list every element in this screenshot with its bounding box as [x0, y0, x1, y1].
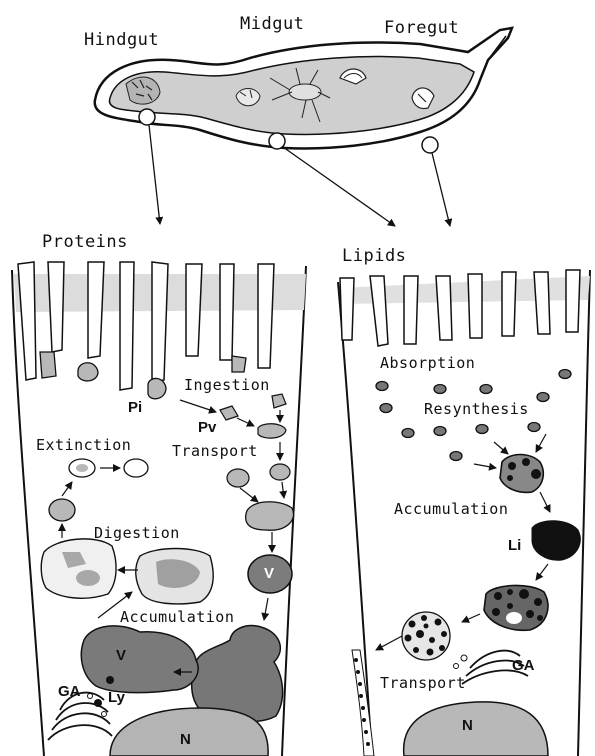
ingestion-label: Ingestion — [184, 378, 270, 393]
proteins-nucleus-label: N — [180, 732, 191, 747]
absorption-label: Absorption — [380, 356, 475, 371]
lipids-transport-label: Transport — [380, 676, 466, 691]
lipid-inclusion — [532, 521, 580, 561]
lysosome-label: Ly — [108, 690, 125, 705]
resynthesis-label: Resynthesis — [424, 402, 529, 417]
pv-label: Pv — [198, 420, 216, 435]
hindgut-sample-circle — [139, 109, 155, 125]
midgut-label: Midgut — [240, 16, 304, 33]
li-label: Li — [508, 538, 521, 553]
large-vacuole — [81, 626, 198, 693]
foregut-label: Foregut — [384, 20, 459, 37]
foregut-sample-circle — [422, 137, 438, 153]
proteins-transport-label: Transport — [172, 444, 258, 459]
pi-label: Pi — [128, 400, 142, 415]
small-vacuole-label: V — [264, 566, 274, 581]
lipids-nucleus — [404, 702, 548, 756]
lipids-golgi-label: GA — [512, 658, 535, 673]
lipids-nucleus-label: N — [462, 718, 473, 733]
digestion-label: Digestion — [94, 526, 180, 541]
hindgut-label: Hindgut — [84, 32, 159, 49]
midgut-to-lipids-arrow — [283, 147, 395, 226]
midgut-sample-circle — [269, 133, 285, 149]
proteins-accumulation-label: Accumulation — [120, 610, 234, 625]
proteins-title: Proteins — [42, 234, 128, 251]
foregut-to-lipids-arrow — [432, 153, 450, 226]
proteins-cell — [12, 262, 306, 756]
proteins-golgi-label: GA — [58, 684, 81, 699]
extinction-label: Extinction — [36, 438, 131, 453]
large-vacuole-label: V — [116, 648, 126, 663]
lipids-accumulation-label: Accumulation — [394, 502, 508, 517]
lipids-title: Lipids — [342, 248, 406, 265]
hindgut-to-proteins-arrow — [149, 125, 160, 224]
